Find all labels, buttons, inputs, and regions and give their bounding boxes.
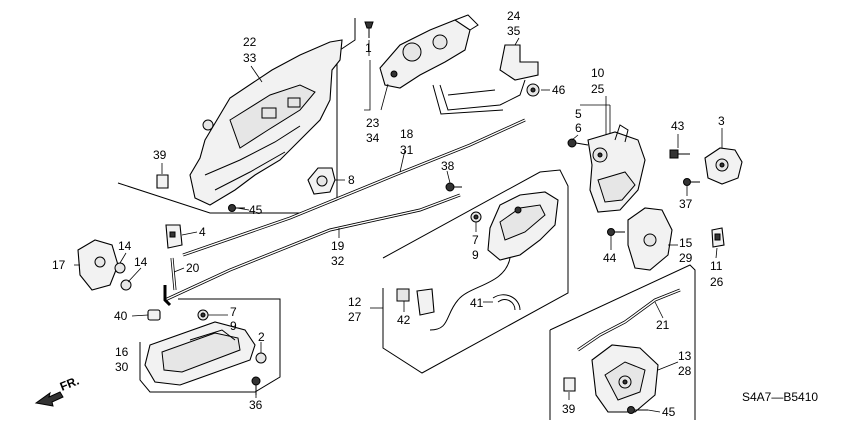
callout-6: 6 <box>575 121 582 135</box>
callout-3: 3 <box>718 114 725 128</box>
callout-40: 40 <box>114 309 128 323</box>
latch-actuator <box>379 14 479 89</box>
callout-9-mid: 9 <box>472 248 479 262</box>
diagram-code: S4A7—B5410 <box>742 390 818 404</box>
callout-12: 12 <box>348 295 362 309</box>
leader-lines <box>74 37 723 413</box>
callout-30: 30 <box>115 360 129 374</box>
callout-23: 23 <box>366 116 380 130</box>
callout-32: 32 <box>331 254 345 268</box>
callout-19: 19 <box>331 239 345 253</box>
bolt-37 <box>683 178 700 186</box>
striker-3 <box>704 147 743 185</box>
callout-5: 5 <box>575 107 582 121</box>
callout-45-left: 45 <box>249 203 263 217</box>
clip-39-top <box>156 174 169 189</box>
switch-11 <box>711 227 725 248</box>
rod-clip-8 <box>307 167 336 195</box>
callout-46: 46 <box>552 83 566 97</box>
callout-41: 41 <box>470 296 484 310</box>
fasteners-7-9 <box>197 309 209 321</box>
lock-bracket-17 <box>77 239 119 291</box>
callout-17: 17 <box>52 258 66 272</box>
callout-34: 34 <box>366 131 380 145</box>
callout-20: 20 <box>186 261 200 275</box>
latch-actuator-12 <box>396 191 559 331</box>
screw-36 <box>251 376 261 395</box>
callout-2: 2 <box>258 330 265 344</box>
inner-handle <box>144 321 256 386</box>
screw-45-left <box>228 204 245 212</box>
callout-28: 28 <box>678 364 692 378</box>
callout-31: 31 <box>400 143 414 157</box>
callout-24: 24 <box>507 9 521 23</box>
fasteners-7-9-mid <box>470 211 482 223</box>
callout-44: 44 <box>603 251 617 265</box>
clip-4 <box>165 224 183 249</box>
screw-44 <box>607 228 625 236</box>
bolt-43 <box>669 149 690 159</box>
callout-29: 29 <box>679 251 693 265</box>
direction-label: FR. <box>58 374 81 394</box>
callout-22: 22 <box>243 35 257 49</box>
grommet-40 <box>147 309 161 321</box>
callout-7-left: 7 <box>230 305 237 319</box>
callout-9-left: 9 <box>230 319 237 333</box>
callout-14-b: 14 <box>134 255 148 269</box>
callout-27: 27 <box>348 310 362 324</box>
callout-37: 37 <box>679 197 693 211</box>
rear-latch <box>591 344 659 413</box>
callout-15: 15 <box>679 236 693 250</box>
callout-13: 13 <box>678 349 692 363</box>
callout-39-top: 39 <box>153 148 167 162</box>
door-latch <box>587 124 646 213</box>
callout-25: 25 <box>591 82 605 96</box>
callout-36: 36 <box>249 398 263 412</box>
callout-10: 10 <box>591 66 605 80</box>
callout-39-bottom: 39 <box>562 402 576 416</box>
latch-cover <box>627 207 673 271</box>
front-arrow-icon <box>34 391 64 407</box>
clips-14 <box>114 262 132 291</box>
callout-45-bottom: 45 <box>662 405 676 419</box>
outer-handle-bracket <box>189 39 343 206</box>
nut-46 <box>526 83 540 97</box>
callout-14-a: 14 <box>118 239 132 253</box>
callout-42: 42 <box>397 313 411 327</box>
rod-bracket <box>432 44 539 115</box>
direction-indicator: FR. <box>34 374 81 407</box>
callout-1: 1 <box>365 41 372 55</box>
cap-2 <box>255 352 267 364</box>
bolt-6 <box>567 138 589 148</box>
rod-21 <box>577 288 681 352</box>
clip-39-bottom <box>563 377 576 392</box>
parts <box>77 14 743 414</box>
callout-labels: 22 33 1 23 34 24 35 46 10 25 5 6 43 3 37… <box>52 9 725 419</box>
rods <box>163 118 526 307</box>
callout-35: 35 <box>507 24 521 38</box>
screw-38 <box>445 182 462 192</box>
screw-1 <box>364 21 374 38</box>
callout-33: 33 <box>243 51 257 65</box>
callout-11: 11 <box>710 259 723 273</box>
callout-7-mid: 7 <box>472 233 479 247</box>
callout-8: 8 <box>348 173 355 187</box>
callout-38: 38 <box>441 159 455 173</box>
callout-26: 26 <box>710 275 724 289</box>
clip-41 <box>492 294 521 311</box>
callout-16: 16 <box>115 345 129 359</box>
callout-18: 18 <box>400 127 414 141</box>
screw-45-bottom <box>627 406 648 414</box>
callout-21: 21 <box>656 318 670 332</box>
callout-43: 43 <box>671 119 685 133</box>
callout-4: 4 <box>199 225 206 239</box>
